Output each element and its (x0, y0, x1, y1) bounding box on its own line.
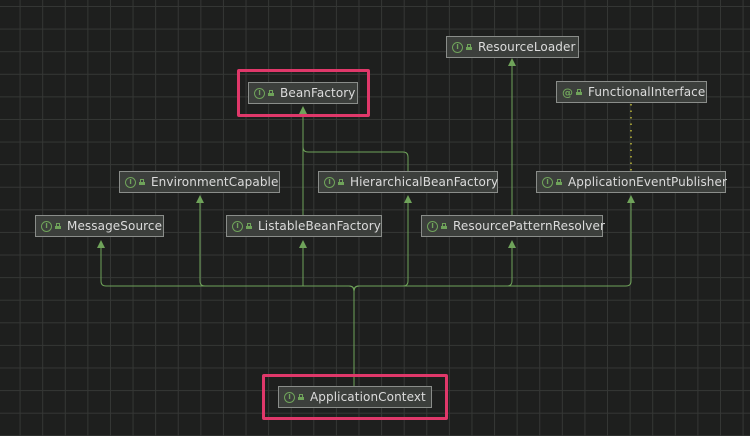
edge-to-environment-capable (196, 195, 355, 292)
node-application-event-publisher[interactable]: I ApplicationEventPublisher (536, 171, 728, 193)
edge-to-hierarchical-bean-factory (353, 195, 412, 292)
node-label: HierarchicalBeanFactory (350, 175, 499, 189)
node-label: ResourceLoader (478, 40, 576, 54)
interface-icon: I (542, 176, 553, 188)
lock-icon (55, 222, 61, 229)
node-label: ApplicationContext (310, 390, 426, 404)
node-listable-bean-factory[interactable]: I ListableBeanFactory (226, 215, 382, 237)
lock-icon (268, 89, 274, 96)
edge-hierarchical-to-bean-factory (302, 146, 409, 172)
interface-icon: I (324, 176, 335, 188)
highlight-bean-factory (237, 69, 370, 117)
interface-icon: I (254, 87, 265, 99)
node-label: ListableBeanFactory (258, 219, 381, 233)
lock-icon (338, 178, 344, 185)
lock-icon (139, 178, 145, 185)
node-resource-loader[interactable]: I ResourceLoader (446, 36, 579, 58)
node-resource-pattern-resolver[interactable]: I ResourcePatternResolver (421, 215, 606, 237)
node-label: EnvironmentCapable (151, 175, 279, 189)
node-functional-interface[interactable]: @ FunctionalInterface (556, 81, 707, 103)
node-message-source[interactable]: I MessageSource (35, 215, 164, 237)
interface-icon: I (41, 220, 52, 232)
node-label: ResourcePatternResolver (453, 219, 606, 233)
node-environment-capable[interactable]: I EnvironmentCapable (119, 171, 280, 193)
node-hierarchical-bean-factory[interactable]: I HierarchicalBeanFactory (318, 171, 498, 193)
annotation-icon: @ (562, 85, 573, 99)
interface-icon: I (125, 176, 136, 188)
lock-icon (576, 88, 582, 95)
interface-icon: I (427, 220, 438, 232)
lock-icon (441, 222, 447, 229)
interface-icon: I (232, 220, 243, 232)
lock-icon (556, 178, 562, 185)
edge-application-context-trunk (97, 240, 355, 386)
node-label: MessageSource (67, 219, 163, 233)
interface-icon: I (284, 391, 295, 403)
lock-icon (246, 222, 252, 229)
edge-to-application-event-publisher (353, 195, 635, 292)
node-label: BeanFactory (280, 86, 356, 100)
interface-icon: I (452, 41, 463, 53)
node-label: FunctionalInterface (588, 85, 706, 99)
edge-to-resource-pattern-resolver (353, 240, 516, 292)
lock-icon (298, 393, 304, 400)
highlight-application-context (262, 374, 448, 420)
lock-icon (466, 43, 472, 50)
node-bean-factory[interactable]: I BeanFactory (248, 82, 358, 104)
node-label: ApplicationEventPublisher (568, 175, 728, 189)
node-application-context[interactable]: I ApplicationContext (278, 386, 432, 408)
